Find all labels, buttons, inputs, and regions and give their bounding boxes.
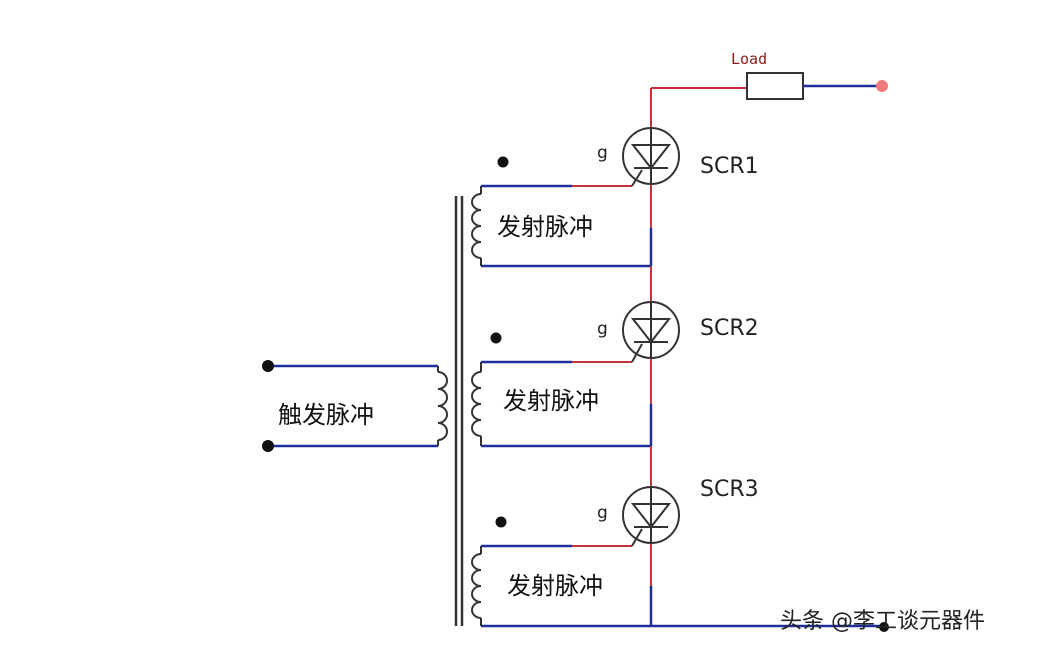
polarity-dot-1 [497, 156, 509, 168]
polarity-dot-3 [495, 516, 507, 528]
gate-label-1: g [597, 143, 608, 163]
secondary-winding-3 [471, 516, 651, 628]
output-terminal-top [876, 80, 888, 92]
scr3-label: SCR3 [700, 477, 759, 502]
scr2-symbol [622, 301, 680, 363]
load-branch [651, 72, 888, 100]
primary-coil [437, 371, 448, 441]
scr3-symbol [622, 486, 680, 547]
scr2-label: SCR2 [700, 316, 759, 341]
polarity-dot-2 [490, 332, 502, 344]
primary-terminal-top [262, 360, 274, 372]
primary-terminal-bottom [262, 440, 274, 452]
secondary-coil-3 [471, 553, 482, 619]
scr1-symbol [622, 127, 680, 187]
gate-label-2: g [597, 319, 608, 339]
secondary-label-2: 发射脉冲 [503, 387, 599, 415]
output-terminal-bottom [879, 622, 889, 632]
trigger-pulse-label: 触发脉冲 [278, 401, 374, 429]
scr1-label: SCR1 [700, 154, 759, 179]
gate-label-3: g [597, 503, 608, 523]
secondary-coil-2 [471, 371, 482, 437]
secondary-label-3: 发射脉冲 [507, 572, 603, 600]
primary-circuit [262, 360, 448, 452]
scr-string-wires [649, 88, 889, 632]
secondary-winding-1 [471, 156, 651, 268]
secondary-label-1: 发射脉冲 [497, 213, 593, 241]
secondary-coil-1 [471, 193, 482, 259]
transformer-core [454, 196, 464, 626]
watermark: 头条 @李工谈元器件 [780, 609, 985, 634]
secondary-winding-2 [471, 332, 651, 448]
load-label: Load [731, 50, 767, 68]
load-resistor [746, 72, 804, 100]
